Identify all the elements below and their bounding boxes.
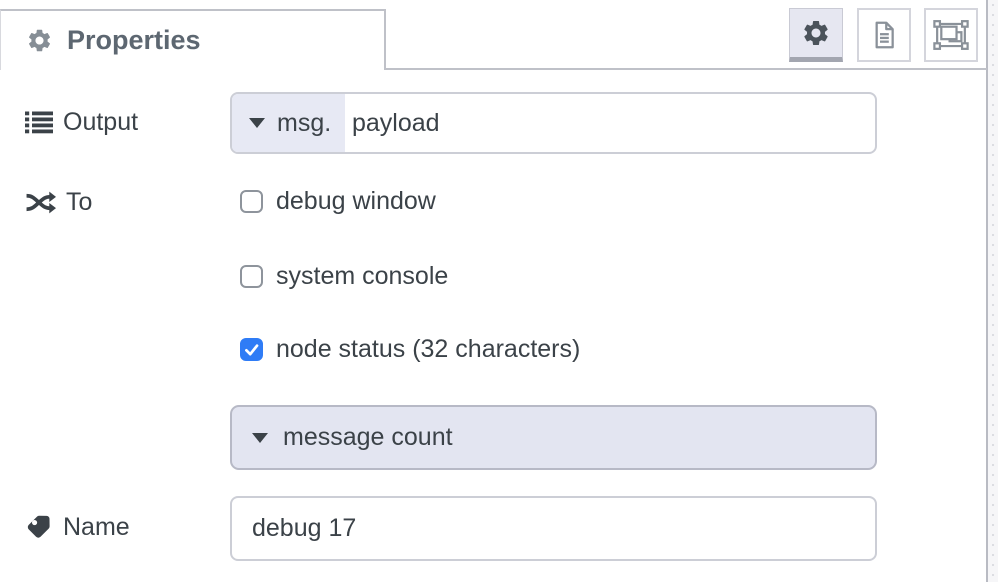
shuffle-icon xyxy=(25,189,56,216)
tabbar-divider xyxy=(386,68,987,70)
checkbox-row-system-console[interactable]: system console xyxy=(240,261,449,290)
name-input[interactable] xyxy=(232,498,875,559)
msg-type-dropdown-button[interactable]: msg. xyxy=(232,94,345,152)
to-row-label: To xyxy=(25,185,92,219)
to-label-text: To xyxy=(66,187,93,216)
checkbox-label: debug window xyxy=(276,186,436,215)
chevron-down-icon xyxy=(249,118,265,128)
checkbox-label: node status (32 characters) xyxy=(276,334,581,363)
description-tab-button[interactable] xyxy=(857,8,911,62)
checkbox[interactable] xyxy=(240,189,263,213)
document-icon xyxy=(868,19,900,51)
workspace-canvas-edge xyxy=(986,0,998,582)
checkbox[interactable] xyxy=(240,264,263,288)
output-typed-input: msg. xyxy=(230,92,877,154)
name-label-text: Name xyxy=(63,512,130,541)
name-input-wrap xyxy=(230,496,877,561)
msg-type-prefix: msg. xyxy=(277,108,332,137)
checkmark-icon xyxy=(245,343,259,356)
list-icon xyxy=(25,110,53,135)
status-type-dropdown-button[interactable]: message count xyxy=(230,405,877,470)
checkbox-row-node-status[interactable]: node status (32 characters) xyxy=(240,334,581,363)
tab-properties[interactable]: Properties xyxy=(0,9,386,70)
appearance-icon xyxy=(933,18,969,52)
checkbox[interactable] xyxy=(240,337,263,361)
name-row-label: Name xyxy=(25,510,130,544)
checkbox-label: system console xyxy=(276,261,449,290)
chevron-down-icon xyxy=(252,432,268,443)
output-property-input[interactable] xyxy=(345,94,875,152)
status-type-value: message count xyxy=(283,423,453,451)
tab-title: Properties xyxy=(67,25,201,55)
appearance-tab-button[interactable] xyxy=(924,8,978,62)
output-row-label: Output xyxy=(25,105,138,139)
tag-icon xyxy=(25,513,53,541)
gear-icon xyxy=(26,27,53,54)
checkbox-row-debug-window[interactable]: debug window xyxy=(240,186,436,215)
output-label-text: Output xyxy=(63,107,139,136)
properties-tab-button[interactable] xyxy=(789,8,843,62)
gear-icon xyxy=(801,18,831,48)
